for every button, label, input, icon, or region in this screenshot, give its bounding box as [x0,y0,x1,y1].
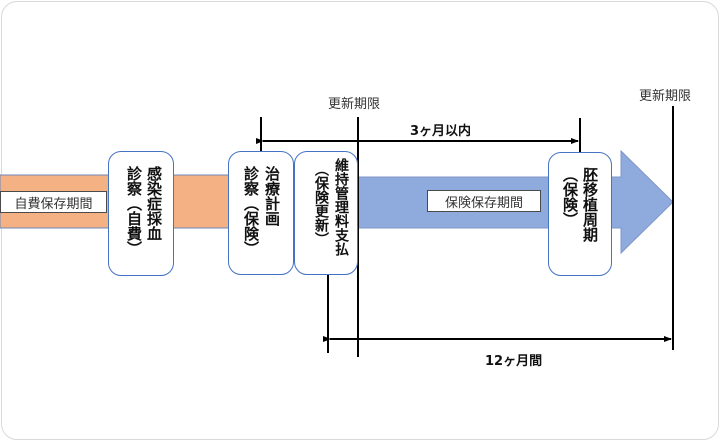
step-sub-text: 診察（保険） [242,166,260,256]
step-main-text: 胚移植周期 [581,167,599,242]
twelve-months-label: 12ヶ月間 [485,354,543,369]
step-maintenance-fee: 維持管理料支払 （保険更新） [294,151,358,275]
first-deadline-label: 更新期限 [328,97,381,112]
insurance-period-label: 保険保存期間 [427,190,541,212]
self-pay-period-label: 自費保存期間 [0,191,107,213]
step-main-text: 維持管理料支払 [333,158,349,256]
step-sub-text: （保険） [561,167,579,227]
step-infection-test: 感染症採血 診察（自費） [108,151,174,276]
three-months-label: 3ヶ月以内 [410,124,472,139]
step-treatment-plan: 治療計画 診察（保険） [228,151,294,275]
step-main-text: 治療計画 [263,166,281,226]
step-sub-text: （保険更新） [313,162,329,246]
step-main-text: 感染症採血 [145,166,163,241]
second-deadline-label: 更新期限 [639,89,692,104]
step-embryo-transfer: 胚移植周期 （保険） [548,152,612,276]
step-sub-text: 診察（自費） [125,166,143,256]
